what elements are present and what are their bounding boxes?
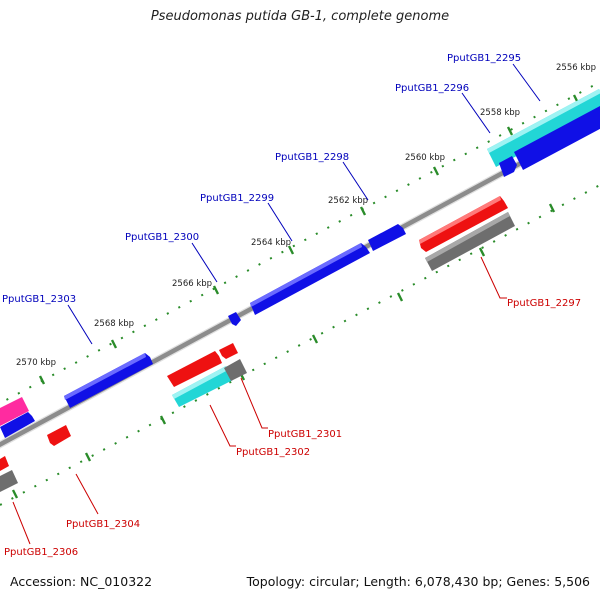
gene-label-2302[interactable]: PputGB1_2302 bbox=[236, 447, 310, 458]
gene-arrow-2306[interactable] bbox=[0, 456, 9, 471]
gene-arrow-2302[interactable] bbox=[167, 351, 222, 387]
map-title: Pseudomonas putida GB-1, complete genome bbox=[150, 9, 450, 24]
gene-label-2301[interactable]: PputGB1_2301 bbox=[268, 429, 342, 440]
gene-arrow-2296[interactable] bbox=[514, 106, 600, 170]
gene-arrow-2297[interactable] bbox=[419, 196, 508, 252]
major-ticks-inner bbox=[11, 203, 556, 499]
gene-arrow-2300[interactable] bbox=[228, 312, 241, 326]
gene-block-2301-cds[interactable] bbox=[224, 359, 247, 381]
gene-label-2299[interactable]: PputGB1_2299 bbox=[200, 193, 274, 204]
genome-summary: Topology: circular; Length: 6,078,430 bp… bbox=[246, 574, 590, 589]
gene-arrow-2303[interactable] bbox=[64, 353, 153, 408]
gene-arrow-2299[interactable] bbox=[250, 243, 370, 315]
gene-arrow-2298-small[interactable] bbox=[499, 156, 517, 177]
gene-arrow-2301[interactable] bbox=[219, 343, 238, 359]
kbp-label-2560: 2560 kbp bbox=[405, 153, 445, 163]
kbp-label-2566: 2566 kbp bbox=[172, 279, 212, 289]
kbp-label-2564: 2564 kbp bbox=[251, 238, 291, 248]
gene-label-2297[interactable]: PputGB1_2297 bbox=[507, 298, 581, 309]
gene-arrow-2298[interactable] bbox=[368, 224, 406, 251]
kbp-label-2570: 2570 kbp bbox=[16, 358, 56, 368]
forward-label-leaders bbox=[67, 63, 541, 345]
kbp-label-2556: 2556 kbp bbox=[556, 63, 596, 73]
kbp-label-2562: 2562 kbp bbox=[328, 196, 368, 206]
kbp-label-2568: 2568 kbp bbox=[94, 319, 134, 329]
gene-label-2304[interactable]: PputGB1_2304 bbox=[66, 519, 140, 530]
gene-label-2298[interactable]: PputGB1_2298 bbox=[275, 152, 349, 163]
accession-text: Accession: NC_010322 bbox=[10, 574, 153, 589]
gene-block-2306-cds[interactable] bbox=[0, 470, 18, 492]
gene-label-2306[interactable]: PputGB1_2306 bbox=[4, 547, 78, 558]
gene-label-2295[interactable]: PputGB1_2295 bbox=[447, 53, 521, 64]
gene-arrow-2305[interactable] bbox=[0, 412, 35, 438]
gene-label-2300[interactable]: PputGB1_2300 bbox=[125, 232, 199, 243]
gene-label-2303[interactable]: PputGB1_2303 bbox=[2, 294, 76, 305]
reverse-label-leaders bbox=[12, 256, 507, 545]
gene-block-pink[interactable] bbox=[0, 397, 29, 426]
gene-label-2296[interactable]: PputGB1_2296 bbox=[395, 83, 469, 94]
gene-block-2297-cds[interactable] bbox=[425, 212, 515, 271]
gene-block-2302-cds[interactable] bbox=[172, 366, 233, 407]
kbp-label-2558: 2558 kbp bbox=[480, 108, 520, 118]
inner-tick-track bbox=[0, 184, 600, 506]
gene-arrow-2304[interactable] bbox=[47, 425, 71, 446]
major-ticks-outer bbox=[38, 94, 580, 385]
